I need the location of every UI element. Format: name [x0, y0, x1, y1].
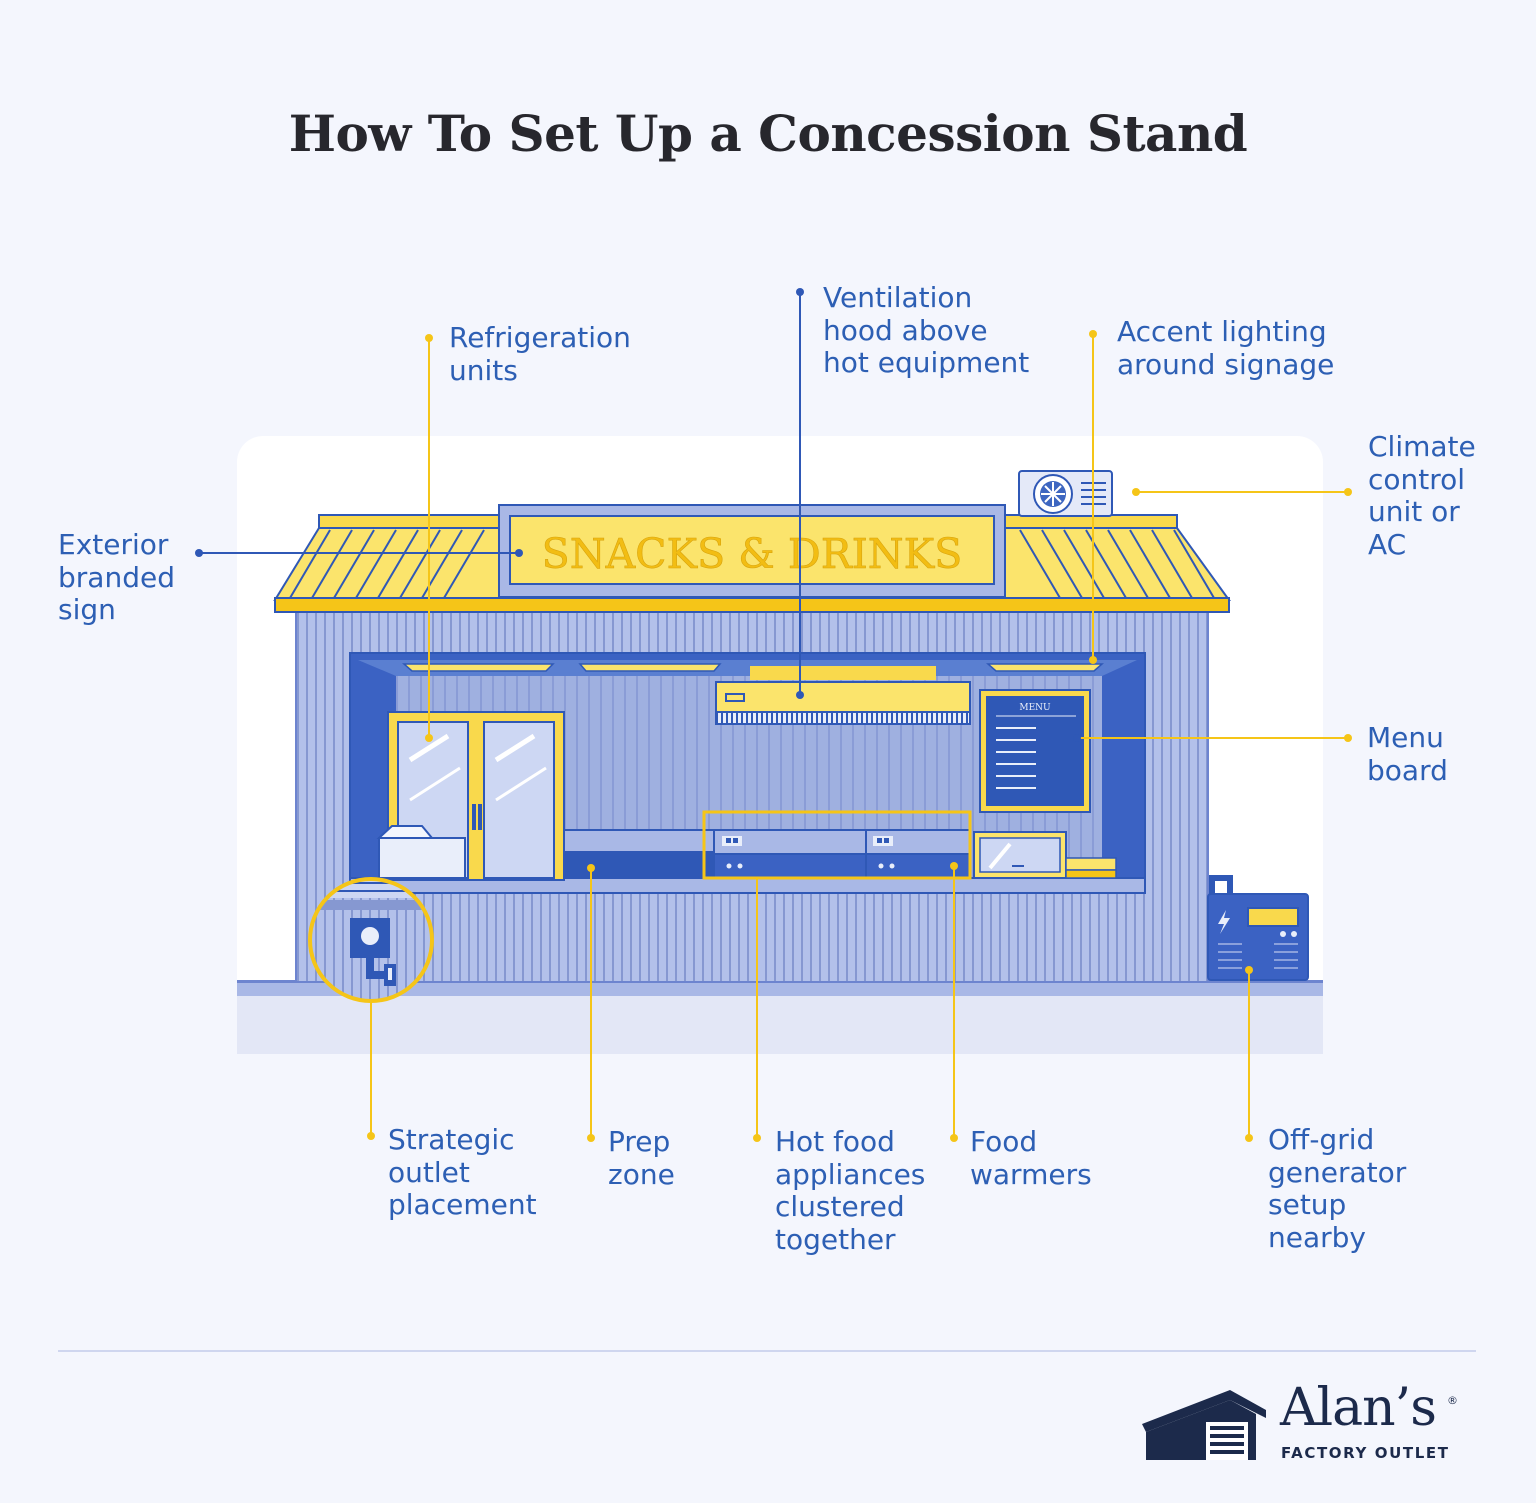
callout-accent-lighting: Accent lighting around signage	[1117, 315, 1335, 381]
callout-line: Menu	[1367, 721, 1444, 754]
callout-line: Hot food	[775, 1125, 895, 1158]
page-title: How To Set Up a Concession Stand	[288, 104, 1248, 163]
callout-line: Ventilation	[823, 281, 973, 314]
callout-line: unit or	[1368, 495, 1460, 528]
callout-generator: Off-grid generator setup nearby	[1268, 1123, 1407, 1254]
menu-board: MENU	[979, 689, 1091, 813]
snacks-drinks-sign: SNACKS & DRINKS	[498, 504, 1006, 598]
callout-line: Food	[970, 1125, 1038, 1158]
callout-line: Prep	[608, 1125, 671, 1158]
hot-food-appliances	[702, 810, 972, 880]
callout-line: nearby	[1268, 1220, 1366, 1254]
callout-line: outlet	[388, 1155, 470, 1189]
callout-line: Off-grid	[1268, 1123, 1375, 1156]
callout-line: placement	[388, 1188, 537, 1221]
callout-food-warmers: Food warmers	[970, 1125, 1092, 1191]
refrigerator	[387, 711, 565, 881]
leader-lines	[199, 292, 1348, 1138]
callout-line: Climate	[1368, 430, 1476, 463]
callout-line: sign	[58, 593, 116, 626]
callout-exterior-sign: Exterior branded sign	[58, 528, 175, 627]
callout-line: AC	[1368, 527, 1407, 561]
callout-line: branded	[58, 560, 175, 594]
callout-ventilation-hood: Ventilation hood above hot equipment	[823, 281, 1030, 380]
brand-registered-mark: ®	[1447, 1394, 1458, 1407]
brand-tagline: FACTORY OUTLET	[1281, 1444, 1450, 1462]
food-warmer	[973, 831, 1117, 879]
callout-line: around signage	[1117, 347, 1335, 381]
callout-menu-board: Menu board	[1367, 721, 1448, 787]
callout-line: generator	[1268, 1155, 1407, 1189]
callout-climate-control: Climate control unit or AC	[1368, 430, 1476, 561]
footer-divider	[58, 1350, 1476, 1352]
callout-line: Strategic	[388, 1123, 515, 1156]
callout-outlet-placement: Strategic outlet placement	[388, 1123, 537, 1222]
callout-line: hot equipment	[823, 346, 1030, 379]
ventilation-hood	[715, 681, 971, 725]
callout-line: board	[1367, 753, 1448, 787]
prep-counter	[563, 829, 715, 878]
callout-line: Accent lighting	[1117, 315, 1327, 348]
callout-line: hood above	[823, 313, 988, 347]
callout-line: zone	[608, 1157, 675, 1191]
garage-logo-icon	[1142, 1390, 1266, 1460]
ac-unit	[1018, 470, 1113, 517]
callout-line: appliances	[775, 1157, 926, 1191]
generator	[1207, 875, 1309, 981]
callout-line: Refrigeration	[449, 321, 631, 354]
callout-refrigeration-units: Refrigeration units	[449, 321, 631, 387]
menu-board-title: MENU	[1019, 703, 1051, 713]
callout-line: Exterior	[58, 528, 169, 561]
brand-name: Alan’s	[1280, 1378, 1437, 1438]
callout-prep-zone: Prep zone	[608, 1125, 675, 1191]
callout-line: clustered	[775, 1190, 905, 1223]
sign-text: SNACKS & DRINKS	[542, 530, 963, 578]
callout-line: warmers	[970, 1157, 1092, 1191]
leader-dots	[195, 288, 1352, 1142]
callout-line: control	[1368, 462, 1466, 496]
callout-line: together	[775, 1222, 896, 1256]
callout-hot-food-appliances: Hot food appliances clustered together	[775, 1125, 926, 1256]
cash-register	[376, 825, 466, 879]
callout-line: setup	[1268, 1188, 1347, 1221]
callout-line: units	[449, 353, 518, 387]
